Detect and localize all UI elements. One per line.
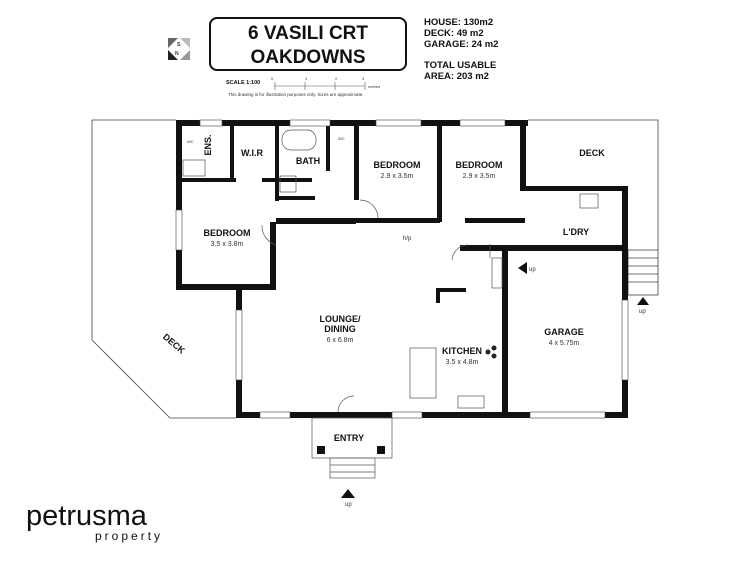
garage-dims: 4 x 5.75m	[549, 340, 580, 347]
area-summary: HOUSE: 130m2 DECK: 49 m2 GARAGE: 24 m2 T…	[424, 17, 498, 82]
laundry-label: L'DRY	[563, 227, 589, 237]
brand-logo-sub: property	[95, 529, 164, 543]
entry-posts	[317, 446, 385, 454]
windows	[175, 119, 629, 419]
ensuite-label: ENS.	[203, 134, 213, 155]
brand-logo: petrusma	[26, 500, 147, 532]
kitchen-label: KITCHEN	[442, 346, 482, 356]
scale-label: SCALE 1:100	[226, 80, 261, 86]
bedroom1-dims: 3.5 x 3.8m	[211, 241, 244, 248]
scale-unit: metres	[368, 84, 380, 89]
bedroom1-label: BEDROOM	[204, 228, 251, 238]
address-title-box: 6 VASILI CRT OAKDOWNS	[209, 17, 407, 71]
lounge-label: LOUNGE/	[319, 314, 361, 324]
scale-tick: 3	[362, 76, 365, 81]
bath-label: BATH	[296, 156, 320, 166]
cooktop-icon	[485, 345, 497, 359]
deck-right-label: DECK	[579, 148, 605, 158]
compass-icon: S N	[168, 38, 190, 60]
up-arrow-icon	[518, 262, 527, 274]
wc-label: WC	[187, 139, 194, 144]
scale-tick: 2	[335, 76, 338, 81]
kitchen-dims: 3.5 x 4.8m	[446, 359, 479, 366]
wc-label: WC	[338, 136, 345, 141]
address-line-1: 6 VASILI CRT	[248, 23, 368, 44]
up-arrow-icon	[637, 297, 649, 305]
house-area: HOUSE: 130m2	[424, 17, 494, 28]
garage-label: GARAGE	[544, 327, 584, 337]
entry-up-label: up	[345, 502, 352, 508]
svg-text:S: S	[177, 42, 181, 48]
wir-label: W.I.R	[241, 148, 263, 158]
bedroom3-label: BEDROOM	[456, 160, 503, 170]
scale-tick: 0	[271, 76, 274, 81]
laundry-up-label: up	[529, 267, 536, 273]
fixtures	[182, 129, 599, 479]
dining-label: DINING	[324, 324, 356, 334]
scale-bar	[274, 82, 366, 90]
total-area-value: AREA: 203 m2	[424, 71, 489, 82]
bedroom2-dims: 2.9 x 3.5m	[381, 173, 414, 180]
bedroom3-dims: 2.9 x 3.5m	[463, 173, 496, 180]
bedroom2-label: BEDROOM	[374, 160, 421, 170]
deck-outline	[91, 119, 659, 419]
up-arrow-icon	[341, 489, 355, 498]
entry-label: ENTRY	[334, 433, 364, 443]
scale-tick: 1	[305, 76, 308, 81]
deck-left-label: DECK	[161, 332, 187, 356]
disclaimer: This drawing is for illustration purpose…	[228, 92, 364, 97]
garage-area: GARAGE: 24 m2	[424, 39, 499, 50]
address-line-2: OAKDOWNS	[250, 47, 366, 68]
deck-area: DECK: 49 m2	[424, 28, 484, 39]
hot-water-label: h/p	[403, 236, 412, 242]
lounge-dims: 6 x 6.8m	[327, 337, 354, 344]
total-area-label: TOTAL USABLE	[424, 60, 497, 71]
svg-text:N: N	[175, 51, 179, 57]
deck-up-label: up	[639, 309, 646, 315]
